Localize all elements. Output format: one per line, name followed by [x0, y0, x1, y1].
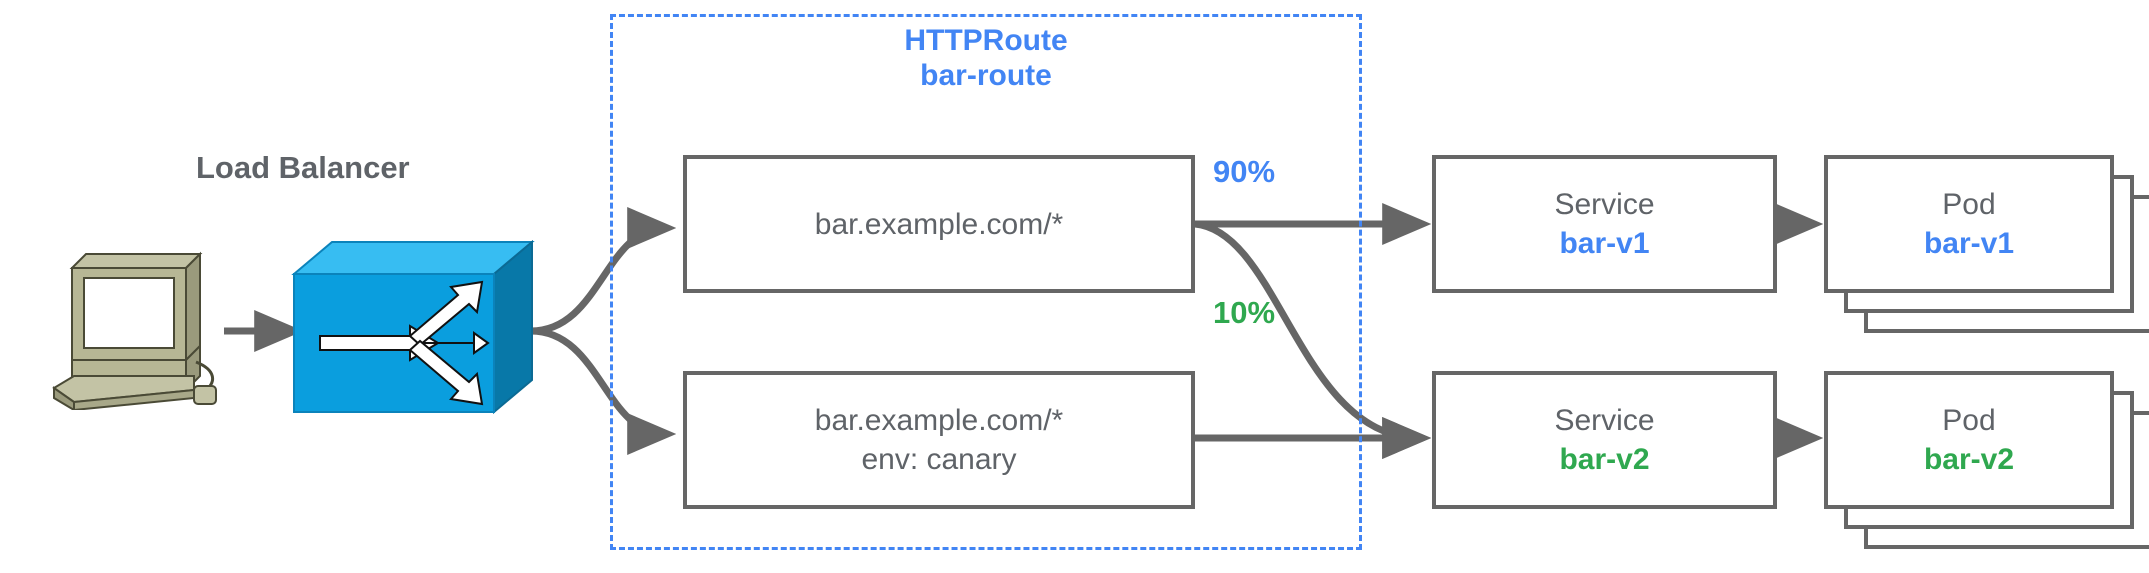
weight-label-bar-v1: 90% — [1213, 154, 1276, 189]
httproute-name-label: bar-route — [920, 58, 1052, 92]
httproute-group-title: HTTPRoute bar-route — [610, 24, 1362, 94]
pod-replica-card-1: Pod bar-v2 — [1824, 371, 2114, 509]
pod-kind-label-v2: Pod — [1942, 404, 1996, 437]
pod-stack-bar-v1[interactable]: Pod bar-v1 — [1824, 155, 2149, 333]
service-kind-label-v1: Service — [1554, 188, 1655, 221]
rule-match-canary: bar.example.com/* — [814, 404, 1064, 437]
desktop-computer-icon — [52, 251, 217, 410]
load-balancer-label: Load Balancer — [196, 150, 410, 185]
load-balancer-icon — [291, 240, 535, 415]
httproute-group-region — [610, 14, 1362, 550]
rule-header-canary: env: canary — [861, 443, 1017, 476]
weight-label-bar-v2: 10% — [1213, 295, 1276, 330]
pod-name-label-v1: bar-v1 — [1923, 227, 2015, 260]
rule-match-default: bar.example.com/* — [814, 207, 1064, 241]
service-name-label-v2: bar-v2 — [1559, 443, 1650, 476]
pod-replica-card-1: Pod bar-v1 — [1824, 155, 2114, 293]
service-box-bar-v2[interactable]: Service bar-v2 — [1432, 371, 1777, 509]
service-name-label-v1: bar-v1 — [1559, 227, 1650, 260]
service-box-bar-v1[interactable]: Service bar-v1 — [1432, 155, 1777, 293]
rule-box-canary[interactable]: bar.example.com/* env: canary — [683, 371, 1195, 509]
service-kind-label-v2: Service — [1554, 404, 1655, 437]
rule-box-default[interactable]: bar.example.com/* — [683, 155, 1195, 293]
httproute-kind-label: HTTPRoute — [904, 24, 1068, 57]
pod-stack-bar-v2[interactable]: Pod bar-v2 — [1824, 371, 2149, 549]
pod-name-label-v2: bar-v2 — [1923, 443, 2015, 476]
pod-kind-label-v1: Pod — [1942, 188, 1996, 221]
